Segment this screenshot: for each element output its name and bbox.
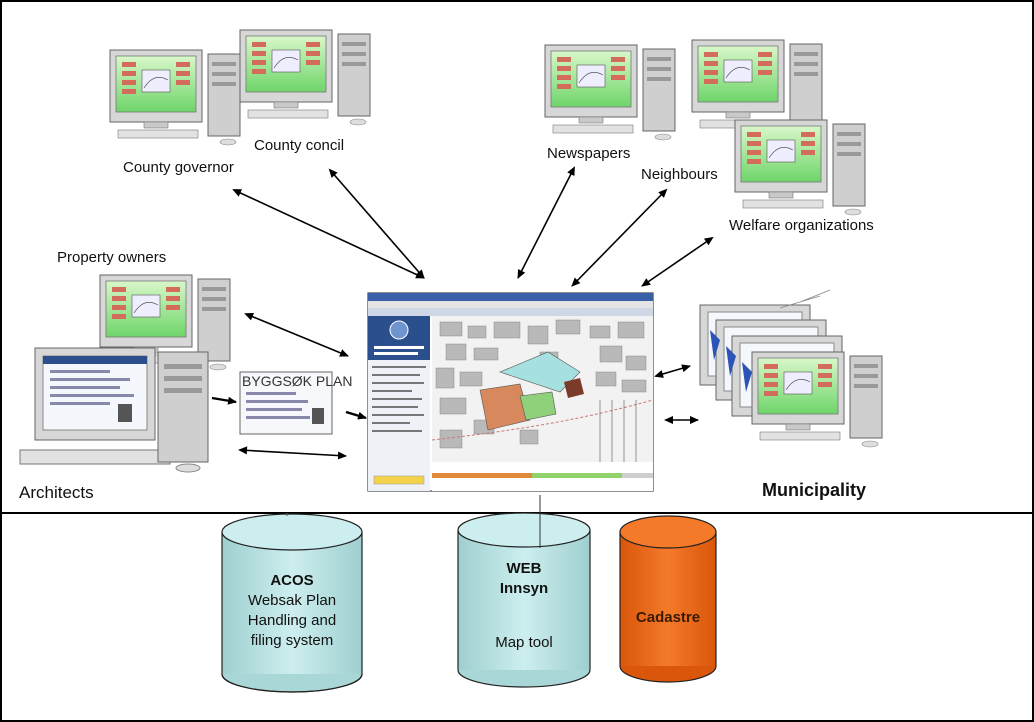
acos-title: ACOS — [270, 572, 314, 589]
property-owners-label: Property owners — [57, 249, 167, 266]
arrow-county-concil — [328, 168, 425, 279]
county-governor-label: County governor — [123, 159, 234, 176]
web-line-1: Innsyn — [499, 580, 549, 597]
web-innsyn-database — [457, 512, 591, 688]
arrow-property-owners — [244, 312, 349, 357]
web-line-2 — [458, 599, 590, 619]
arrow-architects — [238, 446, 347, 460]
county-concil-label: County concil — [254, 137, 345, 154]
cadastre-title: Cadastre — [635, 609, 701, 626]
architects-label: Architects — [19, 483, 94, 502]
neighbours-label: Neighbours — [641, 166, 718, 183]
acos-line-2: Handling and — [247, 612, 337, 629]
newspapers-computer — [544, 44, 676, 141]
arrow-municipality-upper — [654, 364, 691, 378]
byggsok-screen — [239, 371, 333, 435]
welfare-computer — [734, 119, 866, 216]
arrow-newspapers — [517, 166, 575, 279]
arrow-byggsok-to-map — [345, 410, 367, 420]
acos-line-1: Websak Plan — [247, 592, 337, 609]
acos-line-3: filing system — [250, 632, 334, 649]
municipality-label: Municipality — [762, 480, 867, 500]
web-db-text: WEB Innsyn Map tool — [458, 559, 590, 653]
cadastre-db-text: Cadastre — [620, 608, 716, 628]
welfare-label: Welfare organizations — [729, 217, 874, 234]
cadastre-database — [619, 515, 717, 683]
county-governor-computer — [109, 49, 241, 146]
web-line-3: Map tool — [495, 634, 553, 651]
acos-db-text: ACOS Websak Plan Handling and filing sys… — [222, 571, 362, 651]
arrow-welfare — [641, 236, 714, 287]
municipality-main-computer — [751, 351, 883, 448]
arrow-architect-to-byggsok — [211, 396, 237, 405]
web-title: WEB — [506, 560, 542, 577]
arrow-county-governor — [232, 189, 425, 279]
acos-database — [221, 513, 363, 693]
county-concil-computer — [239, 29, 371, 126]
arrow-neighbours — [571, 188, 668, 287]
architects-computer — [19, 347, 209, 473]
byggsok-label: BYGGSØK PLAN — [242, 373, 353, 389]
central-web-map — [367, 292, 654, 492]
newspapers-label: Newspapers — [547, 145, 631, 162]
